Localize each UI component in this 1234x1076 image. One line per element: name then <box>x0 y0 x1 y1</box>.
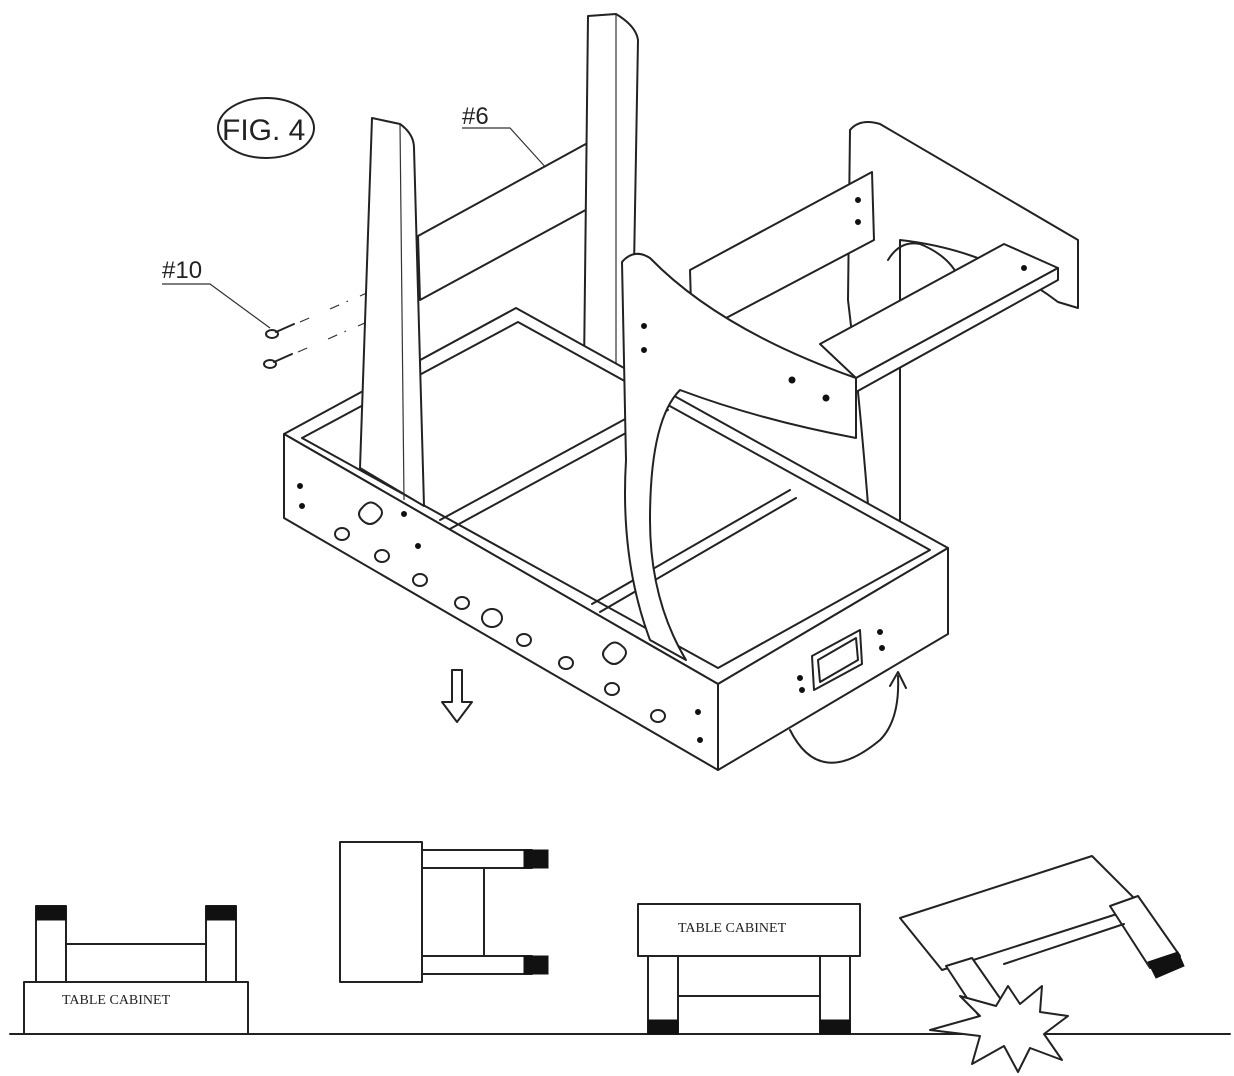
step-1-upside-down: TABLE CABINET <box>23 905 249 1035</box>
table-frame <box>283 13 1079 771</box>
screws <box>263 277 383 369</box>
leg-front-left <box>359 117 425 507</box>
figure-label-text: FIG. 4 <box>222 114 305 147</box>
down-arrow-icon <box>441 669 473 723</box>
step-3-upright: TABLE CABINET <box>637 903 861 1035</box>
leg-front-right <box>621 252 857 661</box>
rod-holes <box>334 527 666 723</box>
impact-burst-icon <box>929 985 1069 1073</box>
step-2-on-side <box>339 841 549 983</box>
part-6-callout: #6 <box>462 103 549 171</box>
step-1-cabinet-label: TABLE CABINET <box>62 993 171 1008</box>
stretcher-top <box>819 243 1059 393</box>
figure-label: FIG. 4 <box>217 97 315 159</box>
part-10-label: #10 <box>162 257 202 284</box>
carry-handle <box>811 629 863 691</box>
step-4-leg-breaking <box>899 855 1185 1073</box>
rail-6 <box>417 133 605 301</box>
step-3-cabinet-label: TABLE CABINET <box>678 921 787 936</box>
table-box <box>283 307 949 771</box>
part-6-label: #6 <box>462 103 489 130</box>
part-10-callout: #10 <box>162 257 271 329</box>
knobs <box>358 501 627 665</box>
